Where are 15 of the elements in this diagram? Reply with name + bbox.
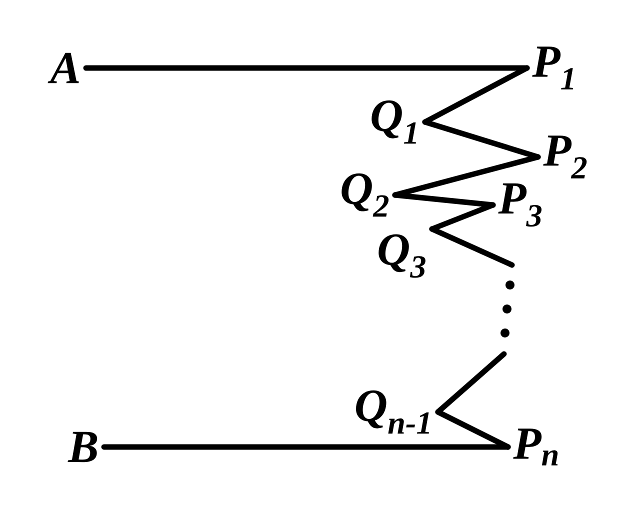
point-label: A: [48, 52, 79, 84]
line-segment: [83, 65, 530, 71]
point-label: P$_{2}$: [543, 136, 587, 178]
point-label: P$_{1}$: [532, 46, 574, 90]
line-segment: [429, 226, 515, 268]
point-label: P$_{3}$: [498, 183, 542, 227]
point-label: P$_{n}$: [513, 428, 558, 466]
point-label: Q$_{1}$: [372, 100, 416, 144]
point-label: Q$_{n-1}$: [356, 390, 430, 434]
point-label: Q$_{2}$: [342, 173, 389, 217]
point-label: B: [68, 432, 98, 462]
line-segment: [429, 202, 496, 232]
point-label: Q$_{3}$: [378, 234, 426, 278]
line-segment: [101, 444, 511, 450]
line-segment: [392, 192, 496, 208]
